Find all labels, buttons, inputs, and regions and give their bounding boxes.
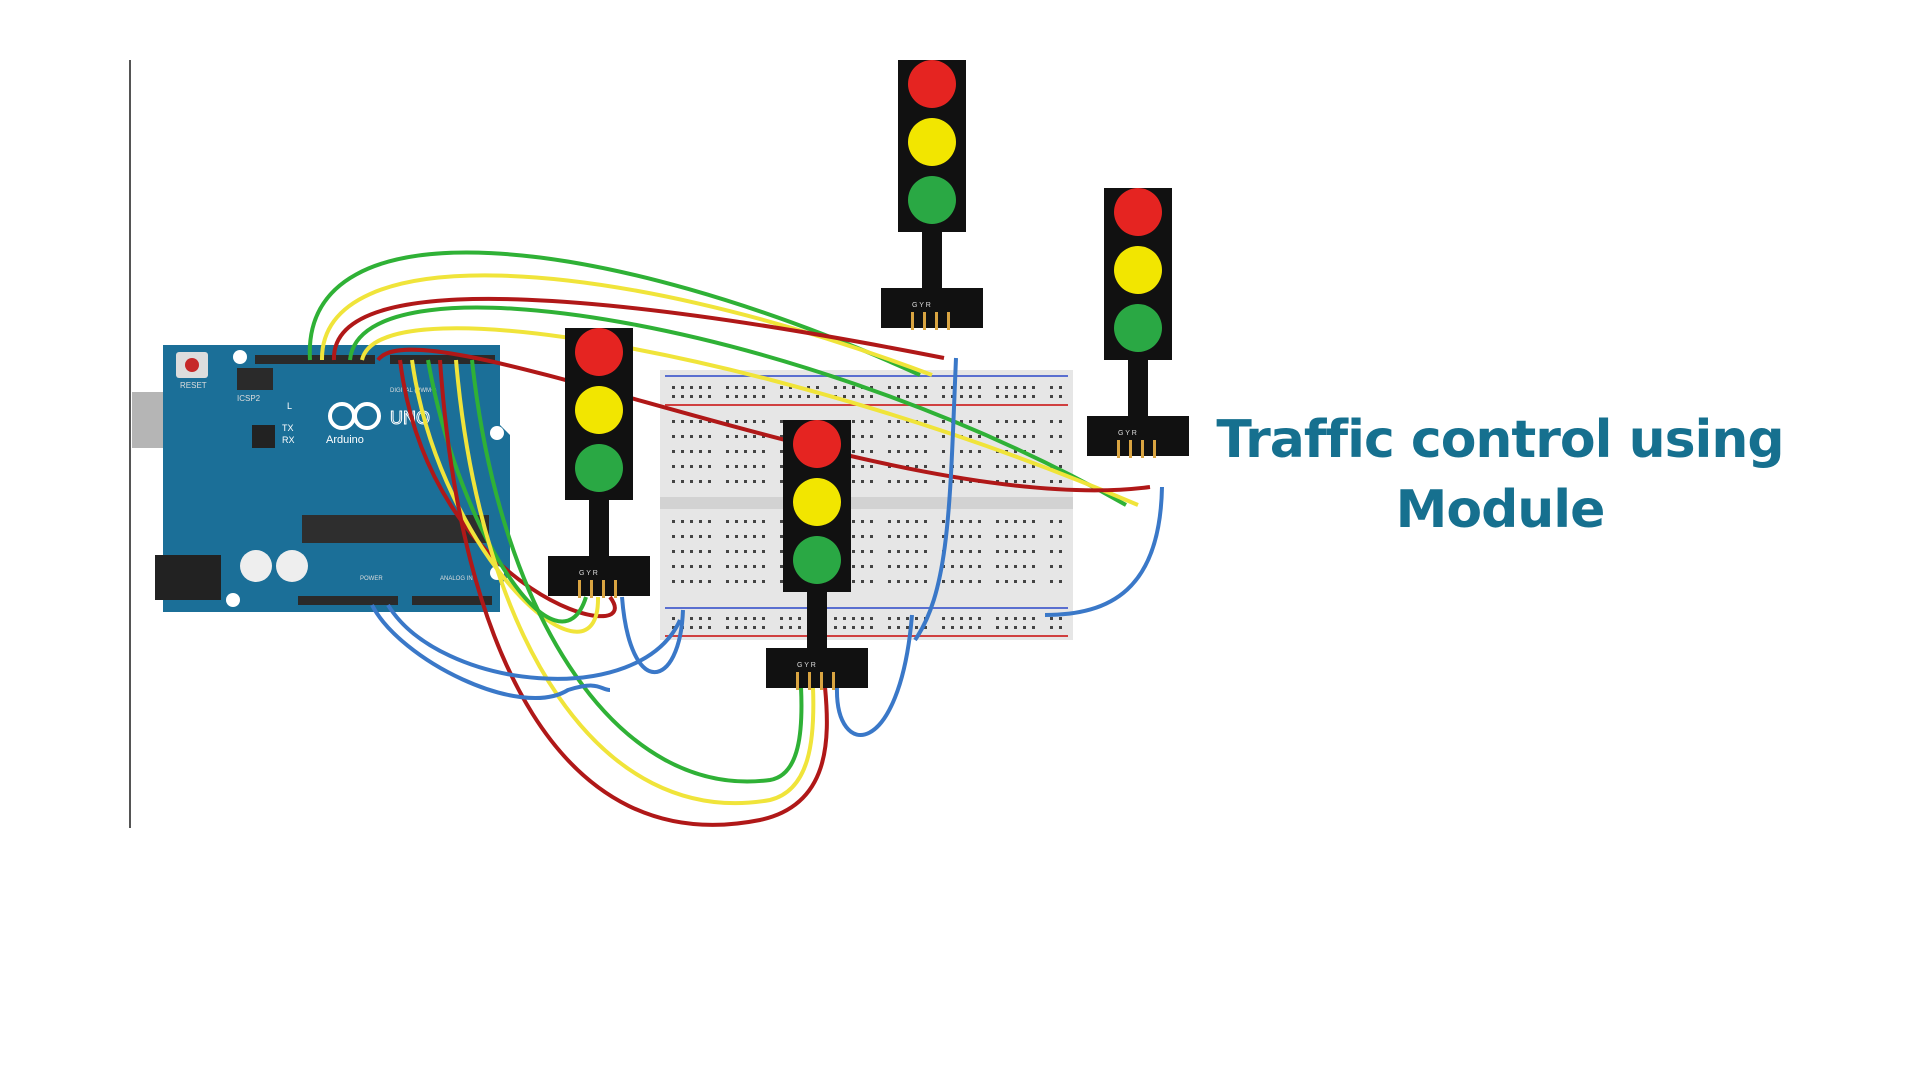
green-led <box>908 176 956 224</box>
red-led <box>1114 188 1162 236</box>
pin-labels: G Y R <box>1118 430 1137 437</box>
board-name: Arduino <box>326 434 364 446</box>
red-led <box>575 328 623 376</box>
wires <box>307 250 1164 827</box>
digital-label: DIGITAL (PWM~) <box>390 388 437 394</box>
red-led <box>908 60 956 108</box>
green-led <box>1114 304 1162 352</box>
reset-label: RESET <box>180 381 207 390</box>
yellow-led <box>575 386 623 434</box>
led-label-tx: TX <box>282 423 294 433</box>
green-led <box>575 444 623 492</box>
yellow-led <box>1114 246 1162 294</box>
yellow-led <box>793 478 841 526</box>
page-title: Traffic control using Module <box>1180 405 1820 545</box>
title-line-1: Traffic control using <box>1216 410 1784 470</box>
traffic-light-module: G Y R <box>766 420 868 690</box>
power-jack <box>155 555 221 600</box>
traffic-light-module: G Y R <box>881 60 983 330</box>
analog-label: ANALOG IN <box>440 576 473 582</box>
red-led <box>793 420 841 468</box>
title-line-2: Module <box>1395 480 1606 540</box>
yellow-led <box>908 118 956 166</box>
traffic-light-module: G Y R <box>1087 188 1189 458</box>
icsp-label: ICSP2 <box>237 394 261 403</box>
led-label-l: L <box>287 401 292 411</box>
led-label-rx: RX <box>282 435 295 445</box>
green-led <box>793 536 841 584</box>
pin-labels: G Y R <box>912 302 931 309</box>
pin-labels: G Y R <box>797 662 816 669</box>
power-label: POWER <box>360 576 383 582</box>
traffic-light-module: G Y R <box>548 328 650 598</box>
breadboard <box>660 370 1073 640</box>
arduino-logo <box>328 402 381 430</box>
pin-labels: G Y R <box>579 570 598 577</box>
